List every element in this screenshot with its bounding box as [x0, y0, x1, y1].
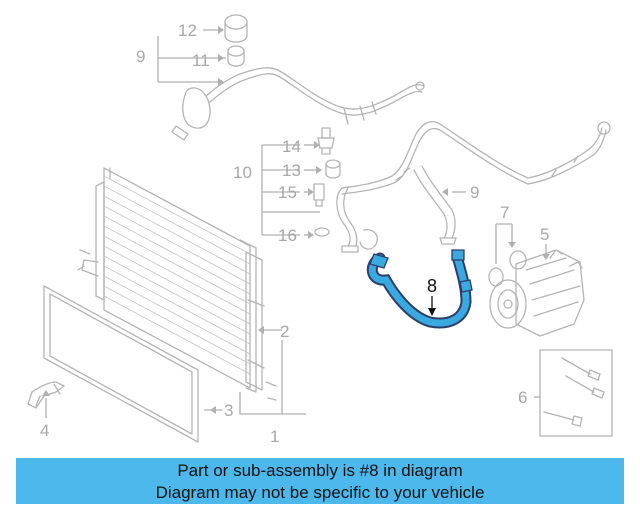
part-5-compressor[interactable] — [489, 249, 585, 337]
part-15-sensor[interactable] — [313, 183, 325, 207]
leader-10 — [261, 144, 320, 236]
callout-4: 4 — [40, 421, 49, 440]
part-7-valves[interactable] — [488, 250, 527, 287]
callout-8: 8 — [427, 276, 437, 296]
callout-6: 6 — [518, 388, 527, 407]
part-3-seal[interactable] — [43, 285, 199, 443]
part-1-condenser[interactable] — [77, 167, 277, 401]
leader-2 — [264, 329, 283, 414]
callout-14: 14 — [282, 137, 301, 156]
part-13-valve[interactable] — [325, 159, 341, 179]
callout-16: 16 — [278, 226, 297, 245]
callout-1: 1 — [270, 427, 279, 446]
part-16-oring[interactable] — [314, 227, 330, 237]
leader-arrowheads — [42, 26, 550, 414]
callout-7: 7 — [500, 203, 509, 222]
callout-11: 11 — [192, 51, 210, 70]
callout-9-right: 9 — [470, 183, 479, 202]
part-8-hose[interactable] — [366, 249, 473, 329]
part-4-bracket[interactable] — [27, 381, 65, 409]
leader-7 — [495, 223, 513, 264]
part-12-cap[interactable] — [224, 14, 248, 43]
leader-9-top — [157, 36, 218, 83]
callout-5: 5 — [540, 225, 549, 244]
part-6-bolts[interactable] — [539, 349, 613, 437]
part-14-switch[interactable] — [317, 127, 335, 155]
callout-9-top: 9 — [136, 47, 145, 66]
banner-line-2: Diagram may not be specific to your vehi… — [155, 483, 485, 502]
leader-1 — [239, 392, 306, 415]
info-banner: Part or sub-assembly is #8 in diagram Di… — [16, 458, 624, 504]
part-11-grommet[interactable] — [227, 45, 245, 67]
leader-8-arrow — [428, 308, 436, 316]
callout-2: 2 — [280, 322, 289, 341]
banner-line-1: Part or sub-assembly is #8 in diagram — [177, 461, 463, 480]
callout-12: 12 — [178, 21, 197, 40]
parts-diagram: 12 9 11 14 10 13 15 16 9 7 5 8 2 6 3 4 1 — [27, 14, 613, 446]
callout-10: 10 — [233, 163, 252, 182]
callout-13: 13 — [282, 161, 301, 180]
callout-15: 15 — [278, 183, 297, 202]
callout-3: 3 — [224, 401, 233, 420]
part-9-top-hose[interactable] — [171, 67, 425, 141]
part-9-right-hose[interactable] — [336, 120, 611, 253]
